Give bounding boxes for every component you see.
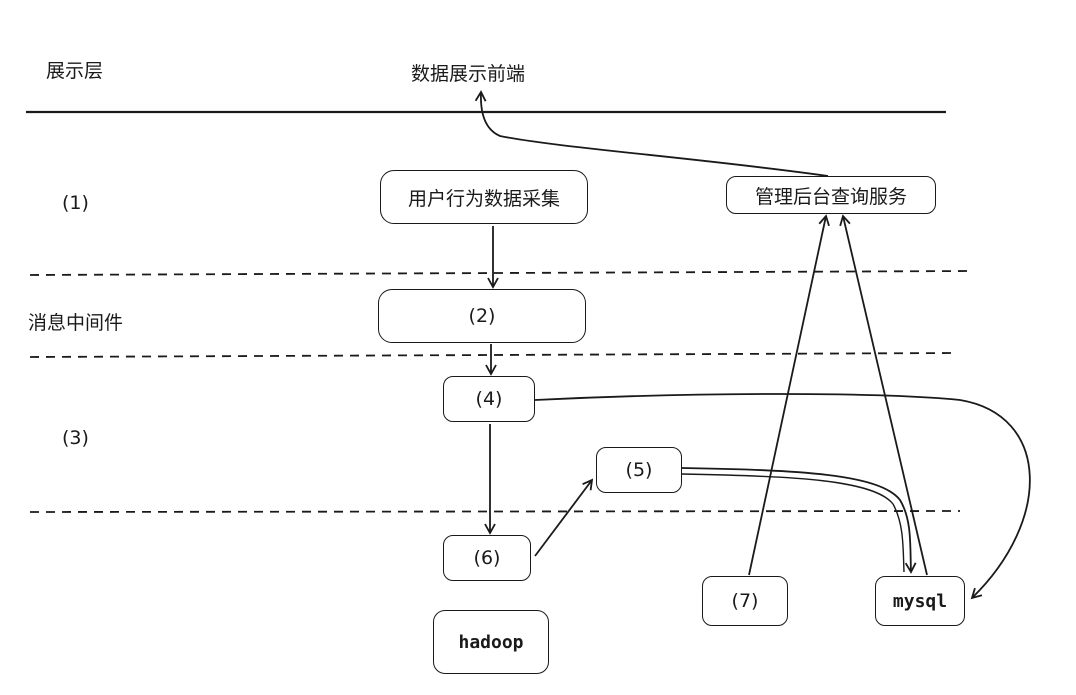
layer-1-label: (1) — [62, 192, 89, 214]
arrow-5-to-mysql-second-stroke — [681, 473, 905, 573]
arrow-7-to-admin — [748, 214, 830, 576]
arrow-6-to-5 — [534, 478, 594, 557]
presentation-layer-label: 展示层 — [46, 60, 104, 82]
layer-3-label: (3) — [62, 427, 89, 449]
frontend-node: 数据展示前端 — [411, 63, 526, 85]
middleware-layer-label: 消息中间件 — [28, 312, 124, 334]
arrow-admin-to-frontend — [474, 90, 829, 177]
middleware-top-dashed-line — [29, 270, 973, 276]
arrow-mysql-to-admin — [839, 214, 928, 576]
admin-query-service-node: 管理后台查询服务 — [726, 176, 936, 214]
arrow-4-to-mysql — [534, 393, 1031, 600]
storage-dashed-line — [29, 510, 961, 513]
middleware-bottom-dashed-line — [29, 352, 957, 358]
node-5: (5) — [596, 447, 682, 493]
node-2: (2) — [378, 289, 586, 343]
node-7: (7) — [702, 576, 788, 626]
node-4: (4) — [443, 376, 535, 422]
collect-node: 用户行为数据采集 — [380, 170, 588, 224]
node-6: (6) — [443, 535, 531, 581]
arrow-5-to-mysql — [681, 467, 917, 574]
mysql-node: mysql — [875, 576, 965, 626]
hadoop-node: hadoop — [433, 610, 549, 674]
